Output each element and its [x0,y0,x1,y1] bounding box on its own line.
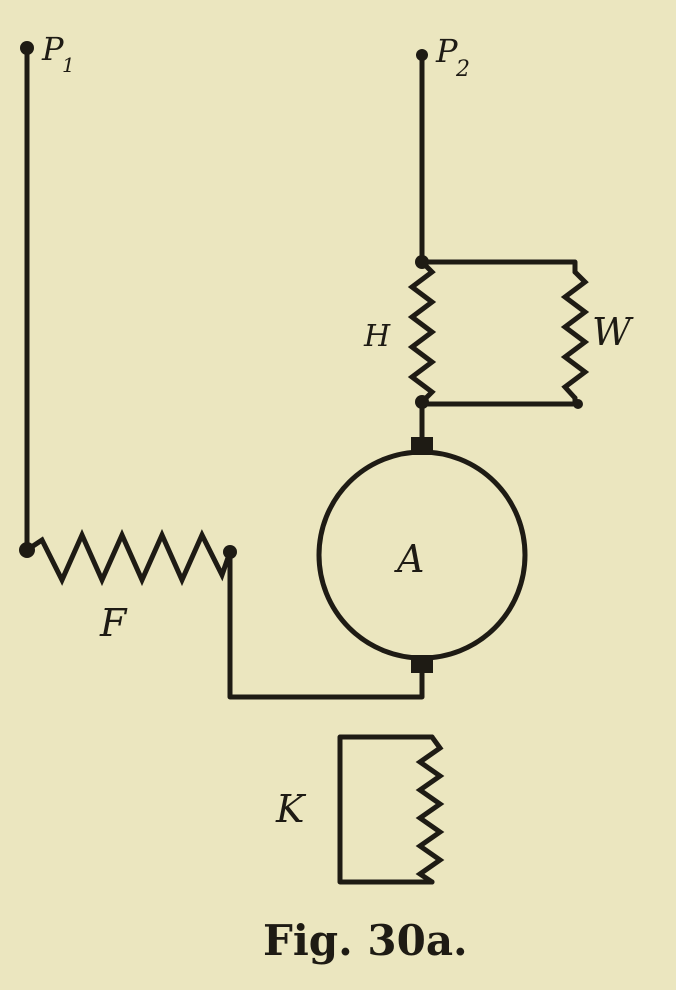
label-p1: P [41,30,64,68]
label-h: H [363,319,391,354]
label-f: F [99,601,128,645]
label-a: A [394,537,424,581]
junction-f-left [19,542,35,558]
label-p1-sub: 1 [62,53,75,77]
wire-f-armature [227,549,425,700]
coil-h [407,259,437,405]
coil-k [415,734,445,885]
wire-w-bottom [419,395,578,407]
brush-top [411,437,433,455]
wire-k-loop [337,734,435,885]
label-p2-sub: 2 [455,57,470,82]
coil-w [560,269,590,401]
figure-caption: Fig. 30a. [263,916,468,965]
label-p2: P [435,32,458,70]
junction-w-bottom [573,399,583,409]
terminal-p2 [416,49,428,61]
terminal-p1 [20,41,34,55]
label-k: K [275,787,307,831]
coil-f [24,528,233,587]
brush-bottom [411,655,433,673]
label-w: W [592,310,634,354]
wire-w-top [419,259,578,275]
